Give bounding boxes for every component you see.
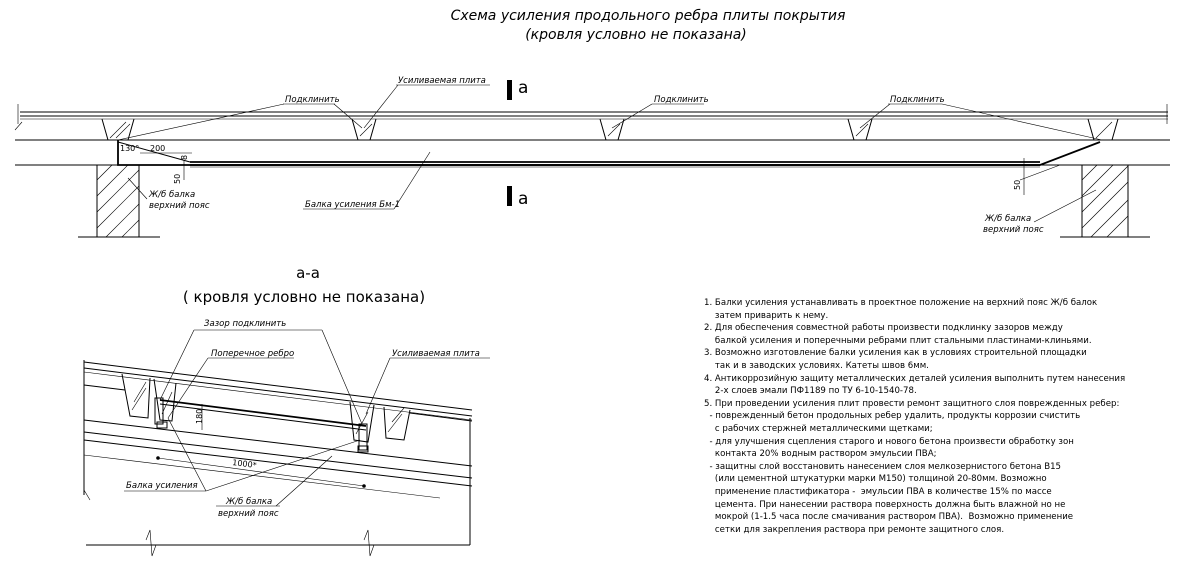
dim-8: 8 [180, 155, 189, 160]
note-line: так и в заводских условиях. Катеты швов … [704, 360, 929, 371]
label-plate-section: Усиливаемая плита [392, 349, 480, 359]
label-girder-right-1: Ж/б балка [984, 214, 1031, 224]
label-gap: Зазор подклинить [204, 319, 286, 329]
notes-list: 1. Балки усиления устанавливать в проект… [704, 297, 1174, 536]
note-line: затем приварить к нему. [704, 310, 829, 321]
note-line: 2-х слоев эмали ПФ1189 по ТУ 6-10-1540-7… [704, 386, 917, 397]
dim-angle: 130° [120, 144, 139, 153]
section-title-line1: a-a [296, 264, 320, 282]
note-line: цемента. При нанесении раствора поверхно… [704, 499, 1066, 510]
note-line: - защитны слой восстановить нанесением с… [704, 461, 1062, 472]
section-slab [83, 361, 473, 422]
section-rib-hatching [131, 381, 405, 435]
slab-plate [14, 104, 1168, 131]
dim-200: 200 [150, 144, 165, 153]
reinforcement-beam [117, 139, 1101, 168]
slab-ribs [101, 118, 1119, 141]
dim-180: 180 [195, 409, 204, 424]
dim-50-right: 50 [1013, 180, 1022, 190]
label-wedge-3: Подклинить [890, 95, 945, 105]
rib-hatching [109, 121, 1113, 139]
label-beam-section: Балка усиления [126, 481, 198, 491]
label-girder-right-2: верхний пояс [983, 225, 1044, 235]
section-girder [83, 360, 473, 557]
dim-50-left: 50 [173, 174, 182, 184]
top-title-line1: Схема усиления продольного ребра плиты п… [451, 8, 846, 24]
section-marker-top: a [507, 78, 528, 100]
section-letter-top: a [518, 78, 528, 98]
label-plate-top: Усиливаемая плита [398, 76, 486, 86]
label-girder-left-2: верхний пояс [149, 201, 210, 211]
label-girder-left-1: Ж/б балка [148, 190, 195, 200]
dim-1000: 1000* [232, 458, 257, 470]
note-line: 4. Антикоррозийную защиту металлических … [704, 373, 1126, 384]
note-line: мокрой (1-1.5 часа после смачивания раст… [704, 512, 1074, 523]
note-line: - для улучшения сцепления старого и ново… [704, 436, 1074, 447]
label-girder-section-2: верхний пояс [218, 509, 279, 519]
note-line: 1. Балки усиления устанавливать в проект… [704, 298, 1098, 308]
note-line: применение пластификатора - эмульсии ПВА… [704, 486, 1052, 497]
section-marker-bottom: a [507, 186, 528, 209]
girder-right [1060, 164, 1150, 238]
note-line: - поврежденный бетон продольных ребер уд… [704, 411, 1081, 422]
label-wedge-1: Подклинить [285, 95, 340, 105]
note-line: (или цементной штукатурки марки М150) то… [704, 474, 1047, 485]
section-title-line2: ( кровля условно не показана) [183, 288, 425, 306]
section-letter-bottom: a [518, 189, 528, 209]
note-line: контакта 20% водным раствором эмульсии П… [704, 449, 937, 460]
girder-left [78, 164, 160, 238]
note-line: с рабочих стержней металлическими щеткам… [704, 423, 933, 434]
label-wedge-2: Подклинить [654, 95, 709, 105]
note-line: 2. Для обеспечения совместной работы про… [704, 323, 1063, 334]
section-beam [154, 397, 369, 453]
note-line: балкой усиления и поперечными ребрами пл… [704, 335, 1092, 346]
note-line: 3. Возможно изготовление балки усиления … [704, 348, 1087, 359]
label-beam-top: Балка усиления Бм-1 [305, 200, 400, 210]
note-line: 5. При проведении усиления плит провести… [704, 398, 1120, 409]
label-rib: Поперечное ребро [211, 349, 294, 359]
label-girder-section-1: Ж/б балка [225, 497, 272, 507]
top-title-line2: (кровля условно не показана) [525, 27, 747, 43]
note-line: сетки для закрепления раствора при ремон… [704, 524, 1005, 535]
